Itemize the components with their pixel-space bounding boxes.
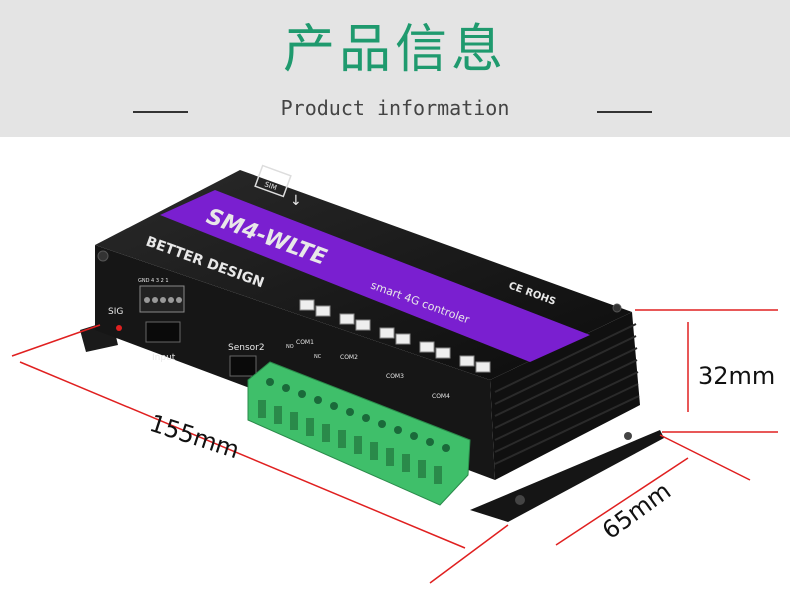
product-photo: SM4-WLTE smart 4G controler BETTER DESIG… <box>11 164 778 584</box>
divider-right <box>597 111 652 113</box>
relay-screw-terminals <box>299 299 491 373</box>
purple-label <box>160 190 590 362</box>
corner-screw <box>612 303 622 313</box>
terminal-screws <box>266 378 450 452</box>
input-screw-block <box>139 285 185 313</box>
input-pins-label: GND 4 3 2 1 <box>138 278 169 284</box>
terminal-slots <box>258 400 442 484</box>
dimension-height: 32mm <box>698 362 775 390</box>
sim-arrow-icon: ↓ <box>290 193 302 209</box>
corner-screw <box>97 250 109 262</box>
dimension-length: 155mm <box>146 409 243 464</box>
page-subtitle: Product information <box>280 96 510 120</box>
input-label: Input <box>152 353 176 363</box>
green-terminal-block[interactable] <box>247 361 471 506</box>
divider-left <box>133 111 188 113</box>
sensor-port[interactable] <box>229 355 257 377</box>
relay-label-com4: COM4 <box>432 393 450 400</box>
input-connector[interactable] <box>145 321 181 343</box>
relay-pin-nc: NC <box>314 354 322 360</box>
screw-hole <box>624 432 632 440</box>
relay-label-com3: COM3 <box>386 373 404 380</box>
page-title: 产品信息 <box>282 20 507 80</box>
sensor-label: Sensor2 <box>228 343 265 353</box>
sim-label: SIM <box>263 180 278 192</box>
cooling-fins <box>494 323 640 465</box>
dimension-lines <box>11 309 778 584</box>
signal-led <box>116 325 122 331</box>
sim-slot[interactable] <box>254 164 292 198</box>
relay-label-com2: COM2 <box>340 354 358 361</box>
relay-pin-no: NO <box>286 344 294 350</box>
relay-label-com1: COM1 <box>296 339 314 346</box>
header-banner: 产品信息 Product information <box>0 0 790 137</box>
enclosure-side <box>490 312 640 480</box>
sig-label: SIG <box>108 307 123 317</box>
screw-hole <box>515 495 525 505</box>
